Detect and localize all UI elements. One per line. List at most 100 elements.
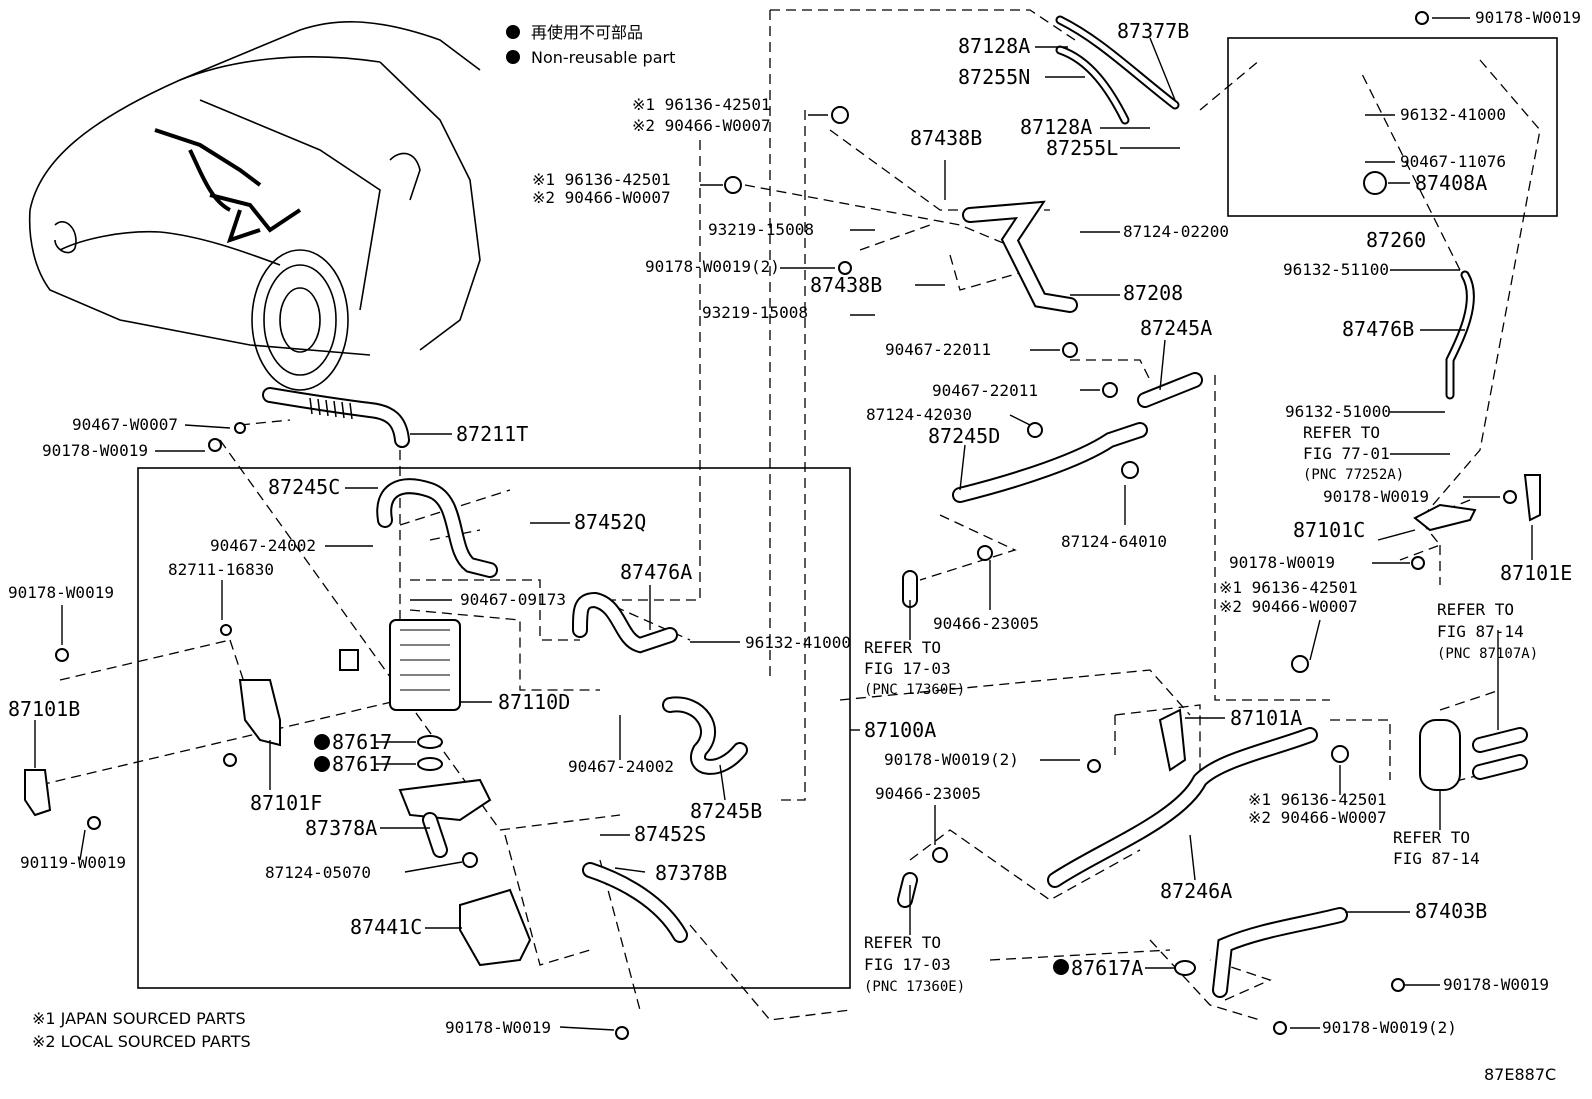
pipe-87378a [398,778,492,822]
non-reusable-marker-icon [314,756,330,772]
refer-87-a-line1: REFER TO [1437,600,1514,619]
nut [1411,556,1425,570]
bolt [234,422,246,434]
label-90466-w0007: ※2 90466-W0007 [1248,808,1387,827]
label-90467-22011: 90467-22011 [932,381,1038,400]
refer-17-b-line1: REFER TO [864,933,941,952]
refer-77-line2: FIG 77-01 [1303,444,1390,463]
label-90119-w0019: 90119-W0019 [20,853,126,872]
clamp [977,545,993,561]
label-90467-22011: 90467-22011 [885,340,991,359]
nut [1087,759,1101,773]
assembly-group-frame [137,467,851,989]
label-90178-w0019: 90178-W0019 [1443,975,1549,994]
label-90178-w0019: 90178-W0019 [1229,553,1335,572]
label-87101c: 87101C [1293,518,1365,542]
label-90467-24002: 90467-24002 [210,536,316,555]
label-96136-42501: ※1 96136-42501 [1248,790,1387,809]
label-90178-w0019-2: 90178-W0019(2) [645,257,780,276]
label-90467-w0007: 90467-W0007 [72,415,178,434]
footnote-local-sourced: ※2 LOCAL SOURCED PARTS [32,1032,251,1051]
clamp [1291,655,1309,673]
legend-item-en: Non-reusable part [531,48,675,67]
bolt [223,753,237,767]
label-93219-15008: 93219-15008 [702,303,808,322]
refer-77-line3: (PNC 77252A) [1303,467,1404,483]
label-87438b: 87438B [910,126,982,150]
label-87101a: 87101A [1230,706,1302,730]
refer-87-a-line2: FIG 87-14 [1437,622,1524,641]
non-reusable-marker-icon [506,25,520,39]
part-illustrations [24,11,1541,1040]
nut [838,261,852,275]
label-87476b: 87476B [1342,317,1414,341]
refer-17-a-line3: (PNC 17360E) [864,682,965,698]
bolt [220,624,232,636]
legend: 再使用不可部品 Non-reusable part [506,23,675,67]
label-87110d: 87110D [498,690,570,714]
label-87476a: 87476A [620,560,692,584]
label-96132-51000: 96132-51000 [1285,402,1391,421]
bolt [87,816,101,830]
leader-lines [34,17,1533,1031]
label-87245b: 87245B [690,799,762,823]
label-90178-w0019: 90178-W0019 [1475,8,1581,27]
label-87245c: 87245C [268,475,340,499]
nut [1273,1021,1287,1035]
bracket-87101c [1413,503,1477,532]
label-96136-42501: ※1 96136-42501 [1219,578,1358,597]
gasket-87617 [417,735,443,749]
label-96132-41000: 96132-41000 [745,633,851,652]
label-87617: 87617 [332,752,392,776]
label-87617: 87617 [332,730,392,754]
nut [1503,490,1517,504]
refer-87-b-line1: REFER TO [1393,828,1470,847]
label-87128a: 87128A [958,34,1030,58]
label-87441c: 87441C [350,915,422,939]
label-87124-05070: 87124-05070 [265,863,371,882]
clamp [462,852,478,868]
part-labels: 87377B 87128A 87255N 87128A 87255L 90178… [8,8,1581,1037]
label-87101e: 87101E [1500,561,1572,585]
label-90466-w0007: ※2 90466-W0007 [532,188,671,207]
refer-17-b-line2: FIG 17-03 [864,955,951,974]
vehicle-illustration [28,21,481,391]
bracket-87101f [238,679,281,747]
label-90178-w0019: 90178-W0019 [42,441,148,460]
subassembly-frame-87260 [1227,37,1558,217]
label-90466-w0007: ※2 90466-W0007 [1219,597,1358,616]
refer-17-b-line3: (PNC 17360E) [864,979,965,995]
valve-87408a [1363,171,1387,195]
nut [1415,11,1429,25]
label-87403b: 87403B [1415,899,1487,923]
footnotes: ※1 JAPAN SOURCED PARTS ※2 LOCAL SOURCED … [32,1009,1556,1084]
refer-17-a-line2: FIG 17-03 [864,659,951,678]
nut [615,1026,629,1040]
label-87208: 87208 [1123,281,1183,305]
label-87124-02200: 87124-02200 [1123,222,1229,241]
label-96136-42501: ※1 96136-42501 [532,170,671,189]
nut [1391,978,1405,992]
clamp [1331,745,1349,763]
label-90467-24002: 90467-24002 [568,757,674,776]
figure-id: 87E887C [1484,1065,1556,1084]
refer-17-a-line1: REFER TO [864,638,941,657]
label-87246a: 87246A [1160,879,1232,903]
label-90467-11076: 90467-11076 [1400,152,1506,171]
label-87101b: 87101B [8,697,80,721]
label-87100a: 87100A [864,718,936,742]
clamp [831,106,849,124]
label-87452s: 87452S [634,822,706,846]
connector [339,649,359,671]
nut [55,648,69,662]
label-87438b: 87438B [810,273,882,297]
clamp [724,176,742,194]
non-reusable-marker-icon [1053,959,1069,975]
label-96136-42501: ※1 96136-42501 [632,95,771,114]
label-90178-w0019: 90178-W0019 [8,583,114,602]
bracket-87101b [24,769,52,817]
label-87211t: 87211T [456,422,528,446]
label-87101f: 87101F [250,791,322,815]
non-reusable-marker-icon [314,734,330,750]
label-87255n: 87255N [958,65,1030,89]
